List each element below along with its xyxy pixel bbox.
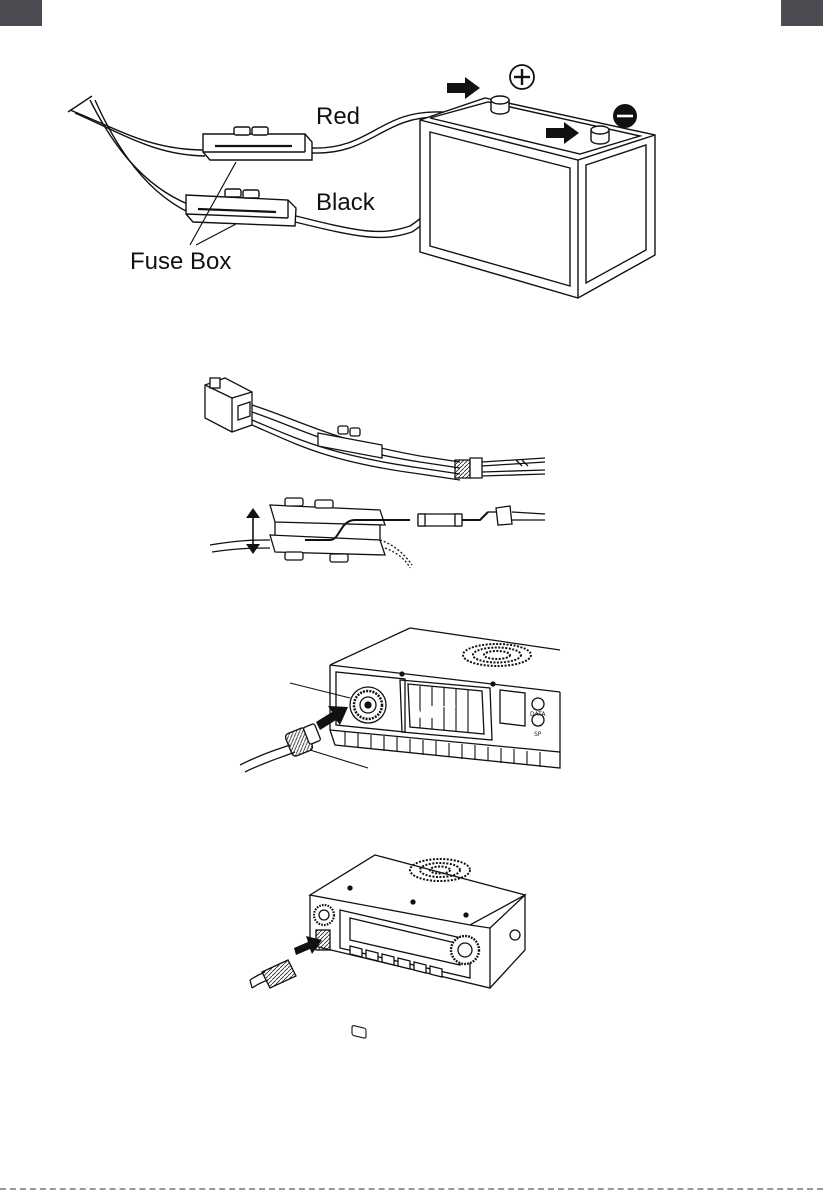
jack-label-sp: SP <box>534 731 542 738</box>
fuse-box-red <box>203 127 312 160</box>
fuse-holder-figure <box>210 498 545 568</box>
page-bottom-edge <box>0 1188 823 1190</box>
minus-icon <box>613 104 637 128</box>
speaker-grille <box>463 644 531 666</box>
label-red: Red <box>316 103 360 130</box>
jack-label-data: DATA <box>530 711 546 718</box>
antenna-connection-figure <box>240 628 560 772</box>
microphone-connection-figure <box>250 855 525 1038</box>
antenna-socket <box>350 687 386 723</box>
arrow-right-icon <box>447 77 480 99</box>
label-fuse-box: Fuse Box <box>130 248 231 275</box>
fuse-box-black <box>186 189 296 226</box>
front-logo: VEV <box>414 702 458 722</box>
arrow-right-icon <box>316 706 348 730</box>
up-down-arrow-icon <box>246 508 260 554</box>
power-cable-figure <box>205 378 545 480</box>
label-black: Black <box>316 189 376 216</box>
plus-icon <box>510 65 534 89</box>
